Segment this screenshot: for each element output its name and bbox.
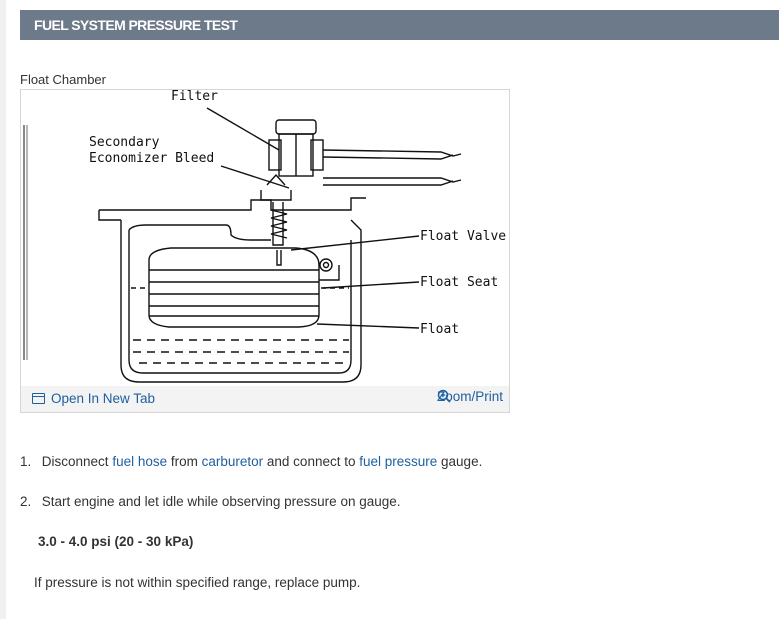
- label-float-seat: Float Seat: [420, 275, 498, 290]
- left-edge-strip: [0, 0, 6, 619]
- step-1-text-a: Disconnect: [41, 454, 113, 469]
- step-2: 2. Start engine and let idle while obser…: [20, 494, 401, 509]
- new-tab-icon: [32, 393, 45, 404]
- fuel-hose-link[interactable]: fuel hose: [112, 454, 168, 469]
- zoom-print-label: Zoom/Print: [436, 389, 503, 404]
- step-1-text-b: from: [167, 454, 202, 469]
- step-1-number: 1.: [20, 454, 32, 469]
- label-float-valve: Float Valve: [420, 229, 506, 244]
- carburetor-link[interactable]: carburetor: [201, 454, 264, 469]
- label-float: Float: [420, 322, 459, 337]
- section-title: FUEL SYSTEM PRESSURE TEST: [34, 17, 238, 33]
- step-1-text-c: and connect to: [263, 454, 360, 469]
- pressure-spec: 3.0 - 4.0 psi (20 - 30 kPa): [38, 534, 194, 549]
- figure-toolbar: Open In New Tab Zoom/Print: [21, 386, 509, 412]
- open-in-new-tab-link[interactable]: Open In New Tab: [32, 391, 155, 406]
- label-secondary: Secondary: [89, 135, 160, 150]
- zoom-in-icon: [437, 389, 451, 403]
- section-header: FUEL SYSTEM PRESSURE TEST: [20, 10, 779, 40]
- float-chamber-diagram: Filter Secondary Economizer Bleed Float …: [23, 90, 506, 383]
- label-filter: Filter: [171, 90, 218, 104]
- step-2-text: Start engine and let idle while observin…: [41, 494, 401, 509]
- step-1: 1. Disconnect fuel hose from carburetor …: [20, 454, 482, 469]
- label-economizer-bleed: Economizer Bleed: [89, 151, 214, 166]
- pressure-note: If pressure is not within specified rang…: [34, 575, 361, 590]
- fuel-pressure-link[interactable]: fuel pressure: [359, 454, 438, 469]
- figure-container: Filter Secondary Economizer Bleed Float …: [20, 89, 510, 413]
- step-1-text-d: gauge.: [437, 454, 483, 469]
- figure-caption: Float Chamber: [20, 72, 106, 87]
- zoom-print-link[interactable]: Zoom/Print: [437, 389, 503, 404]
- step-2-number: 2.: [20, 494, 32, 509]
- open-in-new-tab-label: Open In New Tab: [51, 391, 156, 406]
